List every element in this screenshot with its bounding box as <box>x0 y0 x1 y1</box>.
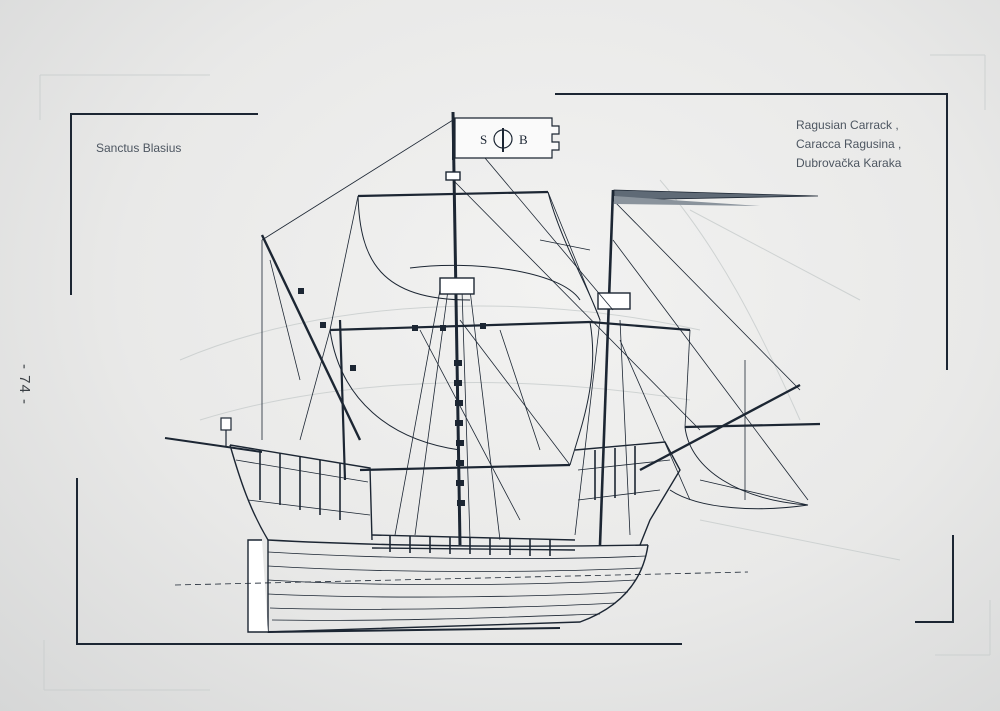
frame-bottom-right <box>915 621 954 623</box>
flag-letter-s: S <box>480 132 487 147</box>
frame-top-right <box>555 93 948 95</box>
frame-bottom <box>76 643 682 645</box>
frame-left-lower <box>76 478 78 645</box>
waterline <box>174 571 749 586</box>
rigging <box>261 119 809 521</box>
yards <box>329 190 821 472</box>
ship-type-labels: Ragusian Carrack , Caracca Ragusina , Du… <box>796 116 901 173</box>
frame-right-upper <box>946 93 948 370</box>
ship-type-english: Ragusian Carrack , <box>796 118 899 132</box>
frame-left-upper <box>70 113 72 295</box>
masts <box>164 111 801 546</box>
fighting-tops <box>439 171 631 310</box>
hull-railing-posts <box>259 446 636 556</box>
sails <box>329 191 809 510</box>
stern-lantern <box>220 417 232 446</box>
hull <box>229 441 681 633</box>
mast-bands <box>298 288 486 506</box>
ship-type-croatian: Dubrovačka Karaka <box>796 156 902 170</box>
faint-background-sketch <box>39 54 991 691</box>
ship-type-italian: Caracca Ragusina , <box>796 137 902 151</box>
shrouds <box>394 289 631 541</box>
ship-name-label: Sanctus Blasius <box>96 141 182 155</box>
flag <box>452 112 560 160</box>
frame-right-lower <box>952 535 954 623</box>
frame-top-left <box>70 113 258 115</box>
flag-letter-b: B <box>519 132 528 147</box>
pennant <box>613 189 819 206</box>
